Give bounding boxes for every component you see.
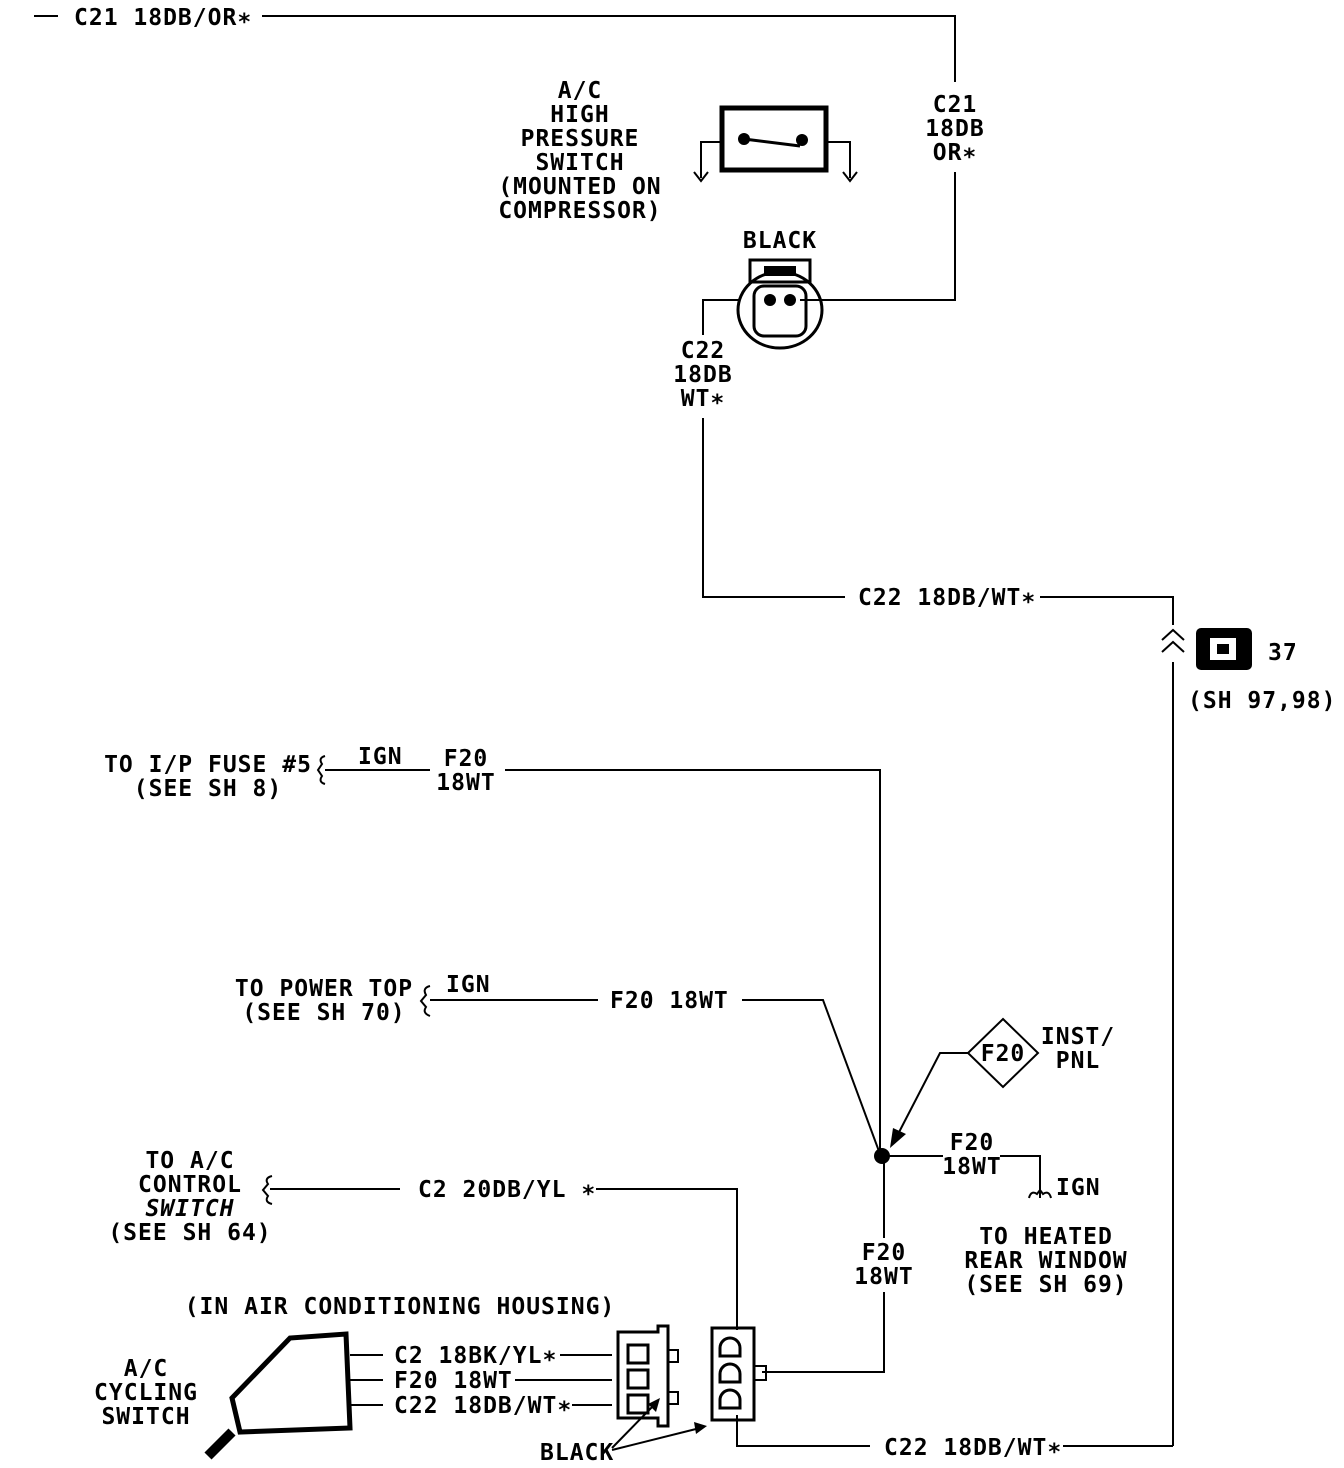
svg-text:HIGH: HIGH (550, 102, 609, 128)
bracket-power-top (419, 985, 431, 1017)
svg-text:TO I/P FUSE #5: TO I/P FUSE #5 (104, 752, 312, 778)
wire-label-c21-top: C21 18DB/OR∗ (74, 5, 252, 31)
svg-text:(SEE SH 64): (SEE SH 64) (108, 1220, 271, 1246)
wire-c22-bottom (736, 1415, 870, 1447)
splice-diamond (890, 1017, 1040, 1148)
svg-text:WT∗: WT∗ (681, 386, 726, 412)
ref-ip-fuse: TO I/P FUSE #5 (SEE SH 8) (104, 752, 312, 802)
ref-power-top: TO POWER TOP (SEE SH 70) (235, 976, 413, 1026)
wire-f20-splice-down (762, 1156, 885, 1373)
wire-c21 (34, 15, 956, 301)
cycling-pin-labels: C2 18BK/YL∗ F20 18WT C22 18DB/WT∗ (394, 1343, 572, 1419)
svg-text:REAR WINDOW: REAR WINDOW (964, 1248, 1127, 1274)
svg-text:SWITCH: SWITCH (101, 1404, 190, 1430)
wire-label-f20-fuse: F20 18WT (436, 746, 495, 796)
svg-text:(SEE SH 70): (SEE SH 70) (242, 1000, 405, 1026)
svg-text:18DB: 18DB (673, 362, 732, 388)
svg-text:TO HEATED: TO HEATED (979, 1224, 1113, 1250)
wire-label-c2-ac-control: C2 20DB/YL ∗ (418, 1177, 596, 1203)
splice-diamond-labels: F20 INST/ PNL (981, 1024, 1115, 1074)
inline-connector-chevrons (1161, 628, 1185, 653)
cycling-switch-connector-male (616, 1324, 679, 1428)
svg-text:PRESSURE: PRESSURE (521, 126, 640, 152)
bracket-heated-rear (1028, 1188, 1052, 1199)
wire-label-c22-vert: C22 18DB WT∗ (673, 338, 732, 412)
svg-text:C22: C22 (681, 338, 726, 364)
svg-text:SWITCH: SWITCH (535, 150, 624, 176)
svg-text:18WT: 18WT (942, 1154, 1001, 1180)
svg-text:F20: F20 (444, 746, 489, 772)
wire-c2-ac-control (270, 1188, 738, 1330)
wire-label-f20-splice-right: F20 18WT (942, 1130, 1001, 1180)
wire-label-c22-bottom: C22 18DB/WT∗ (884, 1435, 1062, 1461)
wire-c22-right-down (1063, 662, 1174, 1447)
svg-text:TO A/C: TO A/C (145, 1148, 234, 1174)
svg-text:CYCLING: CYCLING (94, 1380, 198, 1406)
svg-text:(SEE SH 8): (SEE SH 8) (134, 776, 282, 802)
wire-f20-fuse (325, 769, 881, 1156)
high-pressure-switch-symbol (693, 105, 858, 183)
svg-text:TO POWER TOP: TO POWER TOP (235, 976, 413, 1002)
svg-text:COMPRESSOR): COMPRESSOR) (498, 198, 661, 224)
wire-cycling-leads (350, 1354, 612, 1406)
wire-label-c21-vert: C21 18DB OR∗ (925, 92, 984, 166)
svg-text:CONTROL: CONTROL (138, 1172, 242, 1198)
wire-f20-power-top (430, 999, 881, 1155)
connector-color-label-bottom: BLACK (540, 1440, 614, 1466)
ign-label-heated-rear: IGN (1056, 1175, 1101, 1201)
svg-text:18DB: 18DB (925, 116, 984, 142)
svg-text:C21: C21 (933, 92, 978, 118)
pin-label-f20: F20 18WT (394, 1368, 513, 1394)
ign-label-power-top: IGN (446, 972, 491, 998)
cycling-switch-label: A/C CYCLING SWITCH (94, 1356, 198, 1430)
svg-text:F20: F20 (981, 1041, 1026, 1067)
svg-text:SWITCH: SWITCH (145, 1196, 234, 1222)
cycling-switch-body (204, 1331, 353, 1460)
pin-label-c22: C22 18DB/WT∗ (394, 1393, 572, 1419)
ground-ref-sheet: (SH 97,98) (1188, 688, 1336, 714)
svg-text:(SEE SH 69): (SEE SH 69) (964, 1272, 1127, 1298)
wire-f20-splice-right (884, 1155, 1041, 1198)
svg-text:18WT: 18WT (854, 1264, 913, 1290)
ref-heated-rear: TO HEATED REAR WINDOW (SEE SH 69) (964, 1224, 1127, 1298)
bracket-ac-control (261, 1175, 273, 1205)
ign-label-fuse: IGN (358, 744, 403, 770)
high-pressure-switch-label: A/C HIGH PRESSURE SWITCH (MOUNTED ON COM… (498, 78, 661, 224)
svg-text:A/C: A/C (124, 1356, 169, 1382)
bracket-ip-fuse (316, 755, 326, 785)
wire-label-f20-splice-down: F20 18WT (854, 1240, 913, 1290)
cycling-switch-connector-female (710, 1326, 767, 1422)
connector-37-icon (1196, 628, 1252, 670)
svg-text:F20: F20 (950, 1130, 995, 1156)
ground-ref-number: 37 (1268, 640, 1298, 666)
wire-c22-vertical (702, 299, 1174, 625)
wire-label-c22-mid: C22 18DB/WT∗ (858, 585, 1036, 611)
high-pressure-switch-connector (736, 258, 824, 350)
black-leader-arrows (611, 1398, 707, 1451)
splice-dot (874, 1148, 890, 1164)
connector-color-label-top: BLACK (743, 228, 817, 254)
svg-text:18WT: 18WT (436, 770, 495, 796)
svg-text:PNL: PNL (1056, 1048, 1101, 1074)
svg-text:INST/: INST/ (1041, 1024, 1115, 1050)
pin-label-c2: C2 18BK/YL∗ (394, 1343, 557, 1369)
housing-note: (IN AIR CONDITIONING HOUSING) (185, 1294, 616, 1320)
wire-label-f20-power-top: F20 18WT (610, 988, 729, 1014)
svg-text:OR∗: OR∗ (933, 140, 978, 166)
ref-ac-control: TO A/C CONTROL SWITCH (SEE SH 64) (108, 1148, 271, 1246)
svg-text:A/C: A/C (558, 78, 603, 104)
svg-text:F20: F20 (862, 1240, 907, 1266)
svg-text:(MOUNTED ON: (MOUNTED ON (498, 174, 661, 200)
